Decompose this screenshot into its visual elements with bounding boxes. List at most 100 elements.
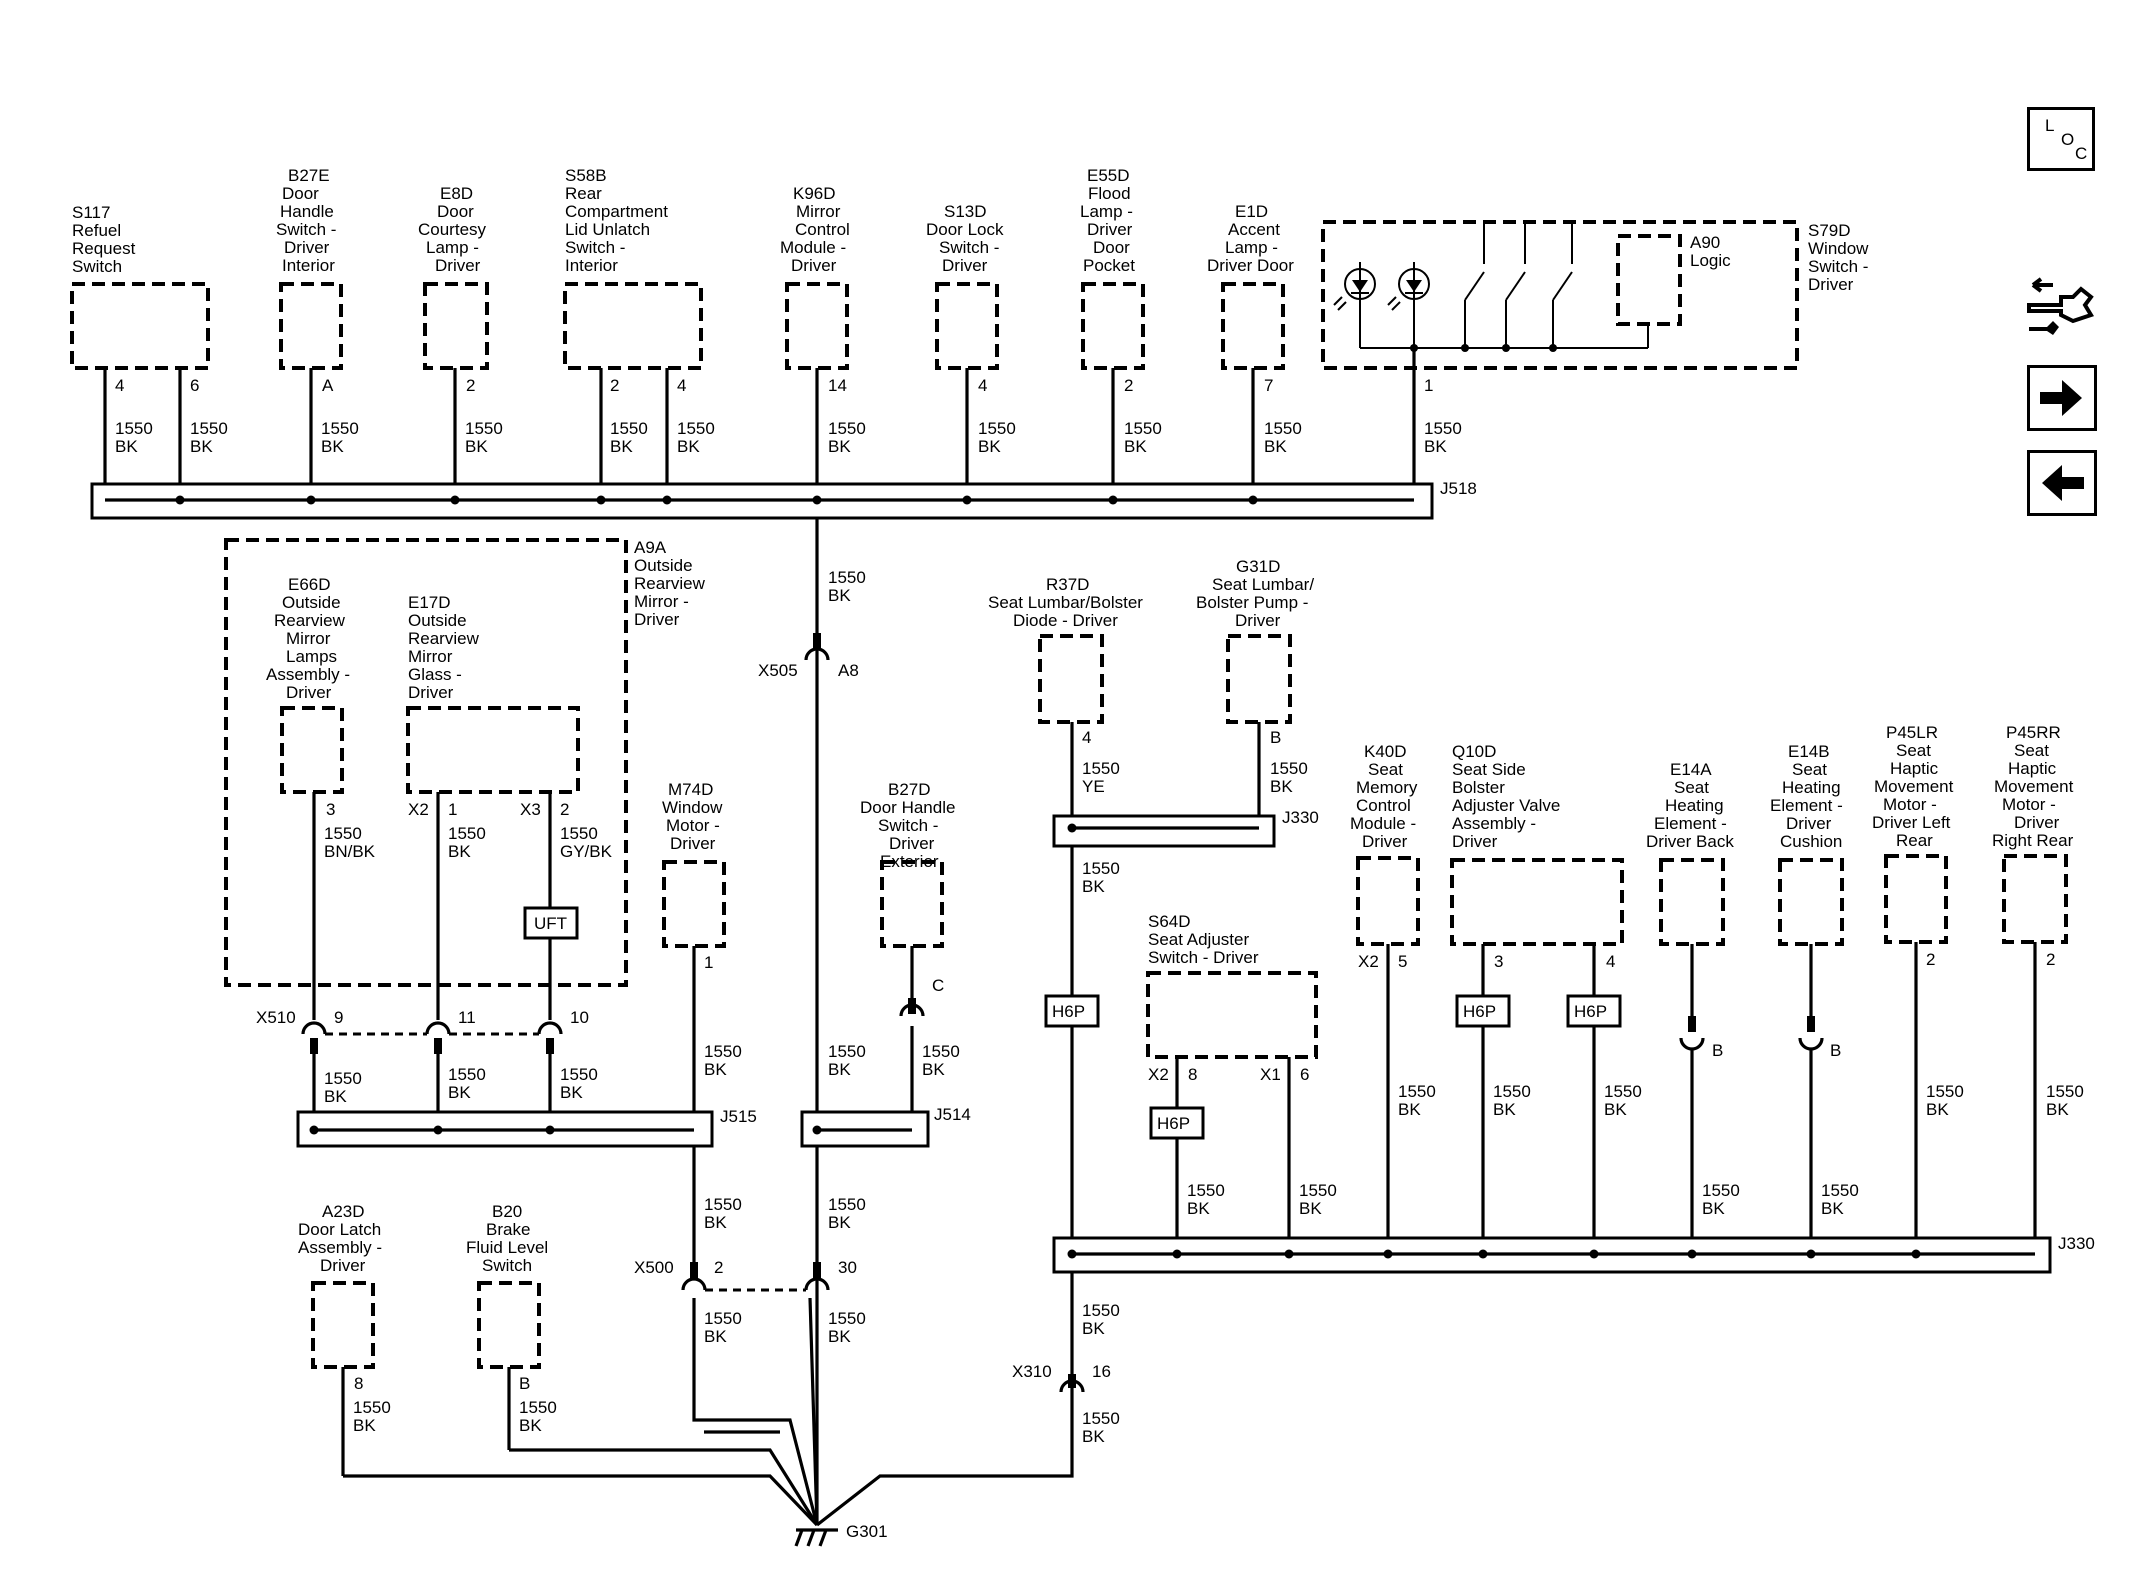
svg-text:J515: J515	[720, 1107, 757, 1126]
svg-text:Seat: Seat	[2014, 741, 2049, 760]
previous-page-button[interactable]	[2027, 450, 2097, 516]
svg-text:Diode - Driver: Diode - Driver	[1013, 611, 1118, 630]
svg-text:Seat Adjuster: Seat Adjuster	[1148, 930, 1249, 949]
svg-text:BK: BK	[1187, 1199, 1210, 1218]
svg-text:Compartment: Compartment	[565, 202, 668, 221]
svg-text:Switch -: Switch -	[565, 238, 625, 257]
svg-text:R37D: R37D	[1046, 575, 1089, 594]
svg-text:Driver: Driver	[791, 256, 837, 275]
next-page-button[interactable]	[2027, 365, 2097, 431]
svg-text:Flood: Flood	[1088, 184, 1131, 203]
svg-text:1550: 1550	[677, 419, 715, 438]
svg-text:Driver: Driver	[1235, 611, 1281, 630]
svg-text:Rear: Rear	[565, 184, 602, 203]
svg-text:1550: 1550	[1926, 1082, 1964, 1101]
svg-text:1550: 1550	[828, 419, 866, 438]
svg-text:Lamp -: Lamp -	[1080, 202, 1133, 221]
location-button[interactable]: L O C	[2027, 107, 2095, 171]
component-b20: B20 Brake Fluid Level Switch B 1550 BK	[466, 1202, 557, 1450]
svg-text:Memory: Memory	[1356, 778, 1418, 797]
svg-text:2: 2	[466, 376, 475, 395]
svg-text:E14A: E14A	[1670, 760, 1712, 779]
svg-text:3: 3	[326, 800, 335, 819]
svg-text:C: C	[932, 976, 944, 995]
component-p45lr: P45LR Seat Haptic Movement Motor - Drive…	[1872, 723, 1964, 1254]
svg-text:3: 3	[1494, 952, 1503, 971]
svg-text:1550: 1550	[828, 568, 866, 587]
svg-text:X500: X500	[634, 1258, 674, 1277]
svg-text:Haptic: Haptic	[1890, 759, 1939, 778]
svg-text:1550: 1550	[1082, 759, 1120, 778]
svg-text:BK: BK	[321, 437, 344, 456]
svg-text:16: 16	[1092, 1362, 1111, 1381]
svg-text:Q10D: Q10D	[1452, 742, 1496, 761]
component-e1d: E1D Accent Lamp - Driver Door 7 1550 BK	[1207, 202, 1302, 500]
svg-text:B: B	[1270, 728, 1281, 747]
svg-text:Interior: Interior	[565, 256, 618, 275]
svg-text:Lid Unlatch: Lid Unlatch	[565, 220, 650, 239]
svg-text:1550: 1550	[828, 1195, 866, 1214]
svg-text:GY/BK: GY/BK	[560, 842, 613, 861]
component-e55d: E55D Flood Lamp - Driver Door Pocket 2 1…	[1080, 166, 1162, 500]
svg-text:1: 1	[704, 953, 713, 972]
svg-text:1550: 1550	[448, 824, 486, 843]
led-icon	[1387, 262, 1430, 348]
svg-text:UFT: UFT	[534, 914, 567, 933]
svg-text:P45LR: P45LR	[1886, 723, 1938, 742]
svg-text:BK: BK	[560, 1083, 583, 1102]
h6p-tag: H6P	[1455, 994, 1511, 1028]
svg-text:Driver: Driver	[286, 683, 332, 702]
svg-text:2: 2	[610, 376, 619, 395]
switch-contact-icon	[1505, 222, 1526, 348]
svg-text:Module -: Module -	[780, 238, 846, 257]
svg-text:Motor -: Motor -	[2002, 795, 2056, 814]
ground-icon	[794, 1528, 838, 1547]
svg-text:Driver Back: Driver Back	[1646, 832, 1734, 851]
component-s13d: S13D Door Lock Switch - Driver 4 1550 BK	[926, 202, 1016, 500]
svg-text:B27D: B27D	[888, 780, 931, 799]
svg-text:1550: 1550	[1082, 859, 1120, 878]
svg-text:1550: 1550	[465, 419, 503, 438]
svg-text:Interior: Interior	[282, 256, 335, 275]
svg-text:10: 10	[570, 1008, 589, 1027]
svg-text:7: 7	[1264, 376, 1273, 395]
svg-text:Mirror: Mirror	[286, 629, 331, 648]
svg-text:BK: BK	[519, 1416, 542, 1435]
svg-text:2: 2	[2046, 950, 2055, 969]
svg-text:BK: BK	[115, 437, 138, 456]
svg-text:1550: 1550	[190, 419, 228, 438]
svg-text:S13D: S13D	[944, 202, 987, 221]
svg-text:Door: Door	[282, 184, 319, 203]
svg-text:Control: Control	[1356, 796, 1411, 815]
loc-letter-c: C	[2075, 144, 2088, 163]
svg-text:BK: BK	[704, 1327, 727, 1346]
diagnostic-tools-button[interactable]	[2025, 275, 2097, 345]
svg-text:BK: BK	[448, 1083, 471, 1102]
svg-text:BK: BK	[828, 586, 851, 605]
svg-text:E14B: E14B	[1788, 742, 1830, 761]
svg-text:H6P: H6P	[1157, 1114, 1190, 1133]
svg-text:Movement: Movement	[1874, 777, 1954, 796]
component-e17d: E17D Outside Rearview Mirror Glass - Dri…	[406, 593, 613, 1020]
svg-text:Lamps: Lamps	[286, 647, 337, 666]
svg-text:1550: 1550	[1082, 1301, 1120, 1320]
svg-text:X2: X2	[1358, 952, 1379, 971]
svg-text:1550: 1550	[448, 1065, 486, 1084]
svg-text:X310: X310	[1012, 1362, 1052, 1381]
svg-text:1550: 1550	[610, 419, 648, 438]
svg-text:Assembly -: Assembly -	[1452, 814, 1536, 833]
svg-text:Refuel: Refuel	[72, 221, 121, 240]
svg-text:Outside: Outside	[634, 556, 693, 575]
svg-text:4: 4	[115, 376, 124, 395]
svg-text:Driver: Driver	[2014, 813, 2060, 832]
svg-text:S58B: S58B	[565, 166, 607, 185]
svg-text:A23D: A23D	[322, 1202, 365, 1221]
svg-text:Handle: Handle	[280, 202, 334, 221]
svg-text:1550: 1550	[2046, 1082, 2084, 1101]
svg-text:Driver: Driver	[670, 834, 716, 853]
svg-text:Assembly -: Assembly -	[298, 1238, 382, 1257]
svg-text:X3: X3	[520, 800, 541, 819]
svg-text:H6P: H6P	[1574, 1002, 1607, 1021]
svg-text:Request: Request	[72, 239, 136, 258]
